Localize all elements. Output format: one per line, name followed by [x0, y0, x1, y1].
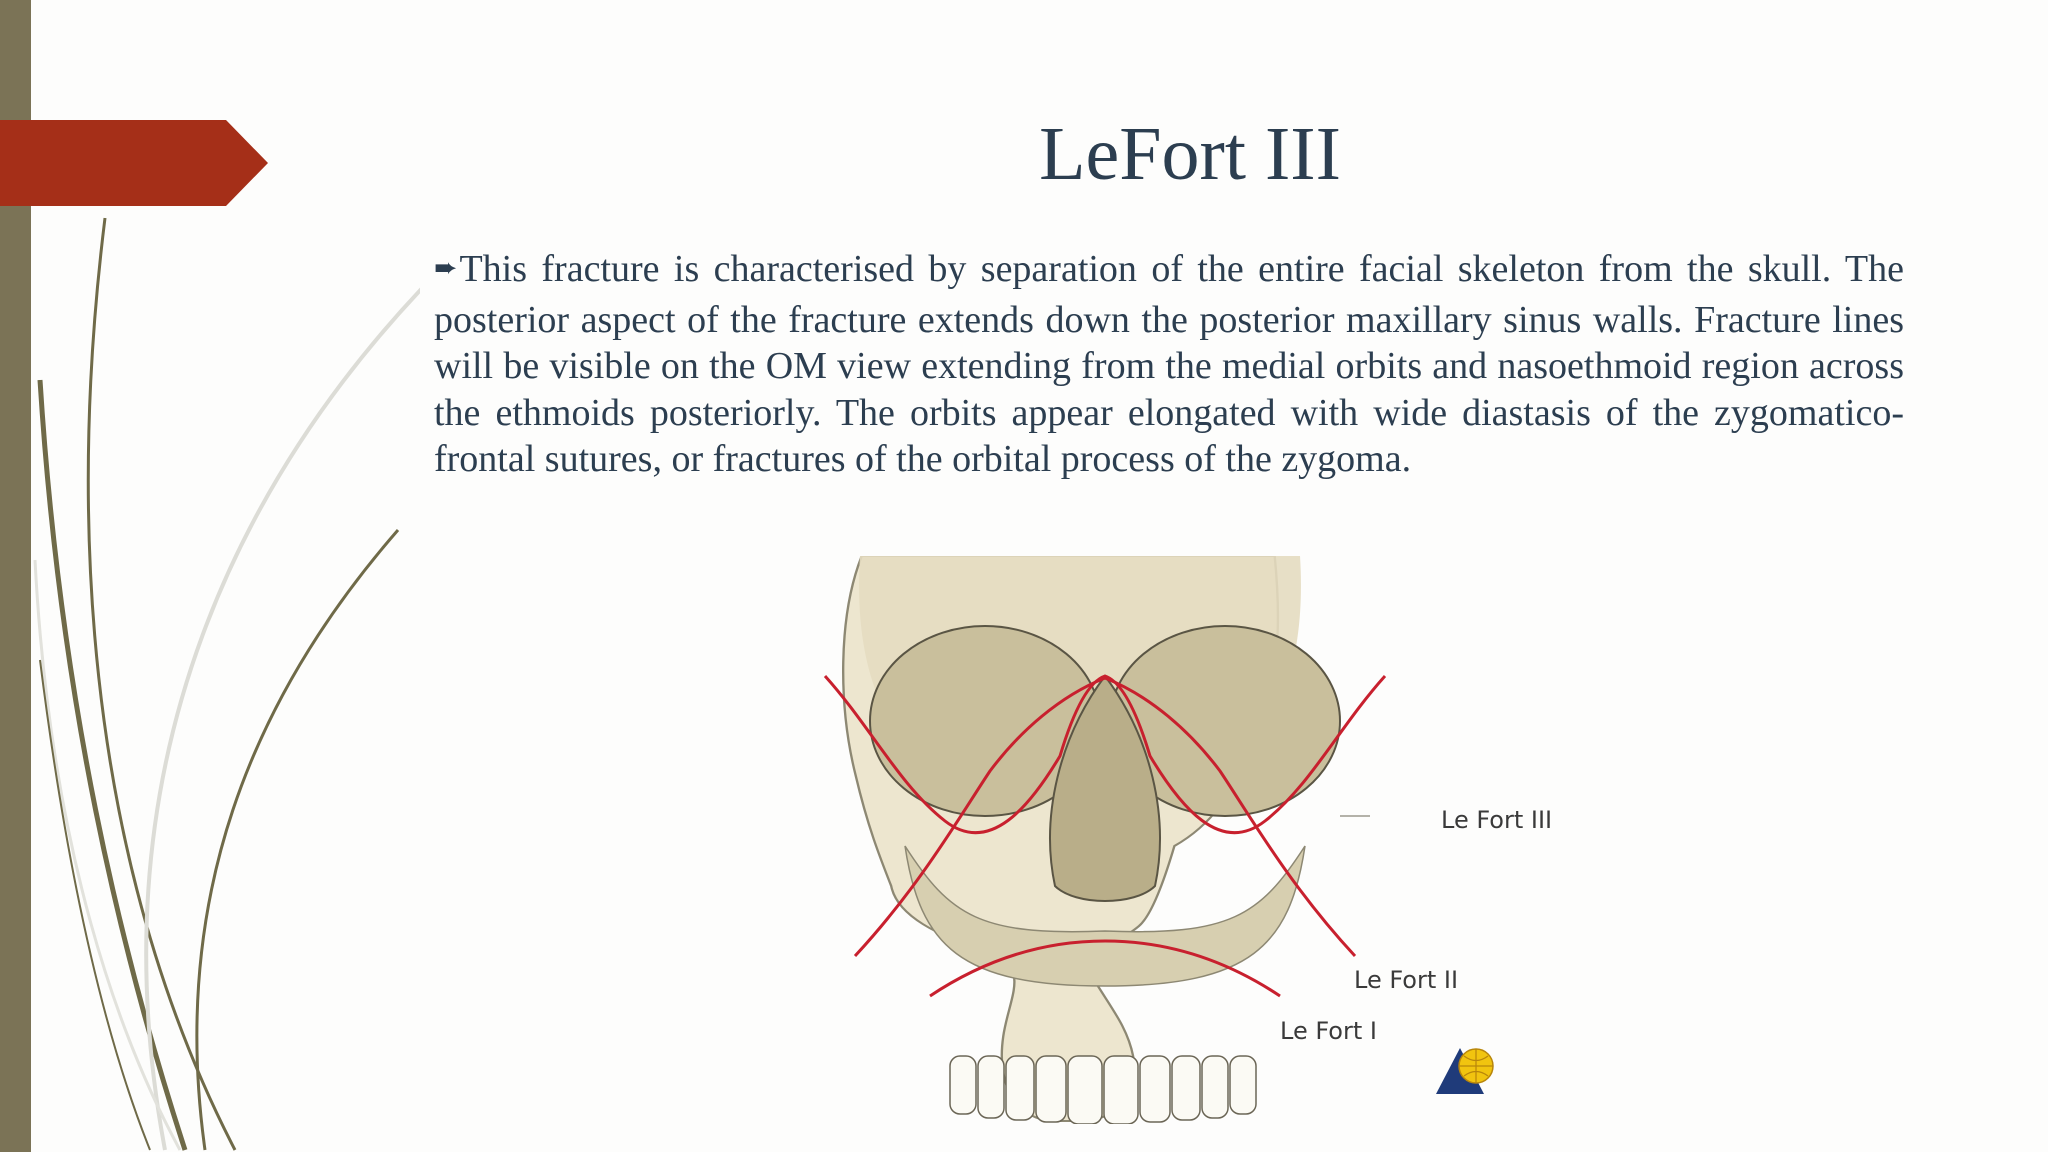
slide-paragraph: ➨This fracture is characterised by separ…	[434, 246, 1904, 483]
slide-title: LeFort III	[1039, 112, 1341, 196]
label-le-fort-i: Le Fort I	[1280, 1017, 1377, 1045]
paragraph-text: This fracture is characterised by separa…	[434, 248, 1904, 480]
arrow-bullet-icon: ➨	[434, 253, 458, 284]
lefort-skull-illustration	[823, 556, 1387, 1124]
label-le-fort-ii: Le Fort II	[1354, 966, 1459, 994]
decorative-swooshes	[33, 217, 420, 1151]
globe-triangle-logo-icon	[1436, 1048, 1494, 1094]
title-marker-tab	[0, 120, 268, 206]
label-le-fort-iii: Le Fort III	[1441, 806, 1553, 834]
